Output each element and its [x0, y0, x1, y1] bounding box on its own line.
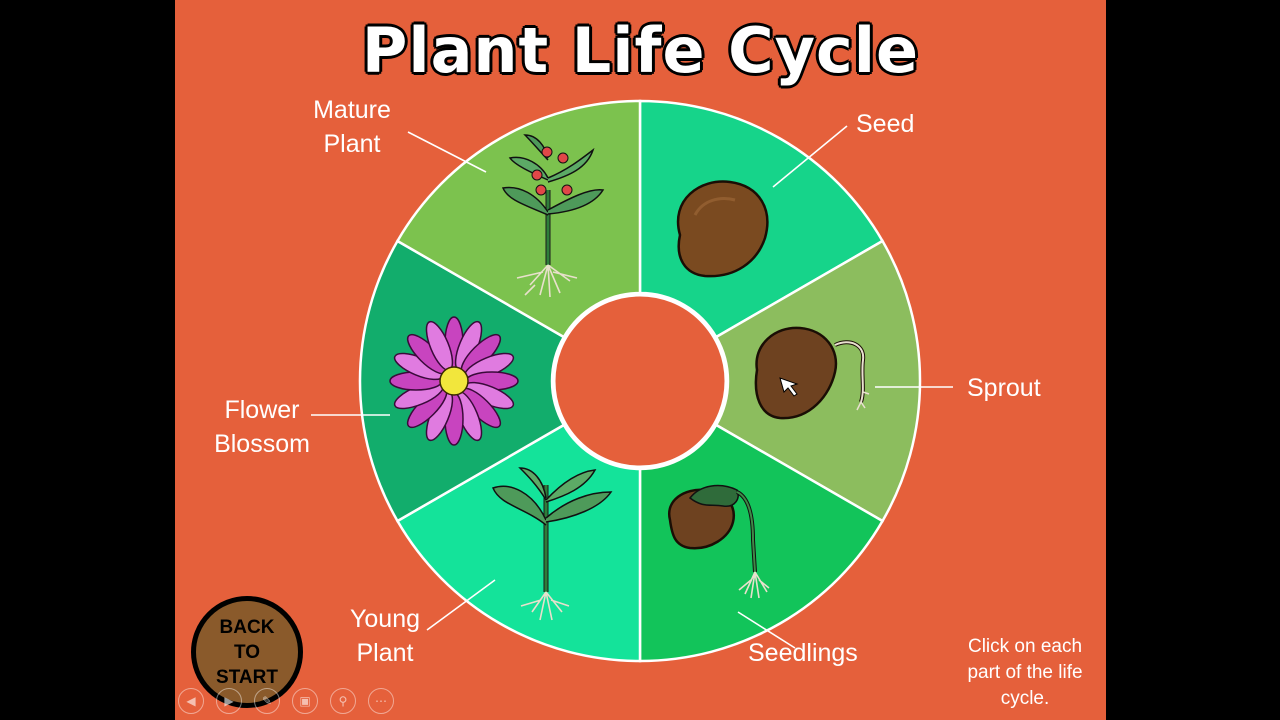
- label-young-plant: Young Plant: [330, 602, 440, 670]
- label-flower-blossom: Flower Blossom: [199, 393, 325, 461]
- wheel-center: [552, 293, 728, 469]
- label-sprout: Sprout: [967, 374, 1041, 402]
- mature-plant-icon: [501, 134, 605, 298]
- label-mature-plant: Mature Plant: [297, 93, 407, 161]
- label-mature-line2: Plant: [323, 130, 381, 158]
- prev-icon[interactable]: ◀: [178, 688, 204, 714]
- segment-seedlings[interactable]: [638, 423, 885, 663]
- seedling-icon: [667, 484, 770, 599]
- label-young-plant-line1: Young: [350, 605, 420, 633]
- slide: Plant Life Cycle: [175, 0, 1106, 720]
- slide-title: Plant Life Cycle: [361, 14, 920, 87]
- label-flower-line1: Flower: [224, 396, 300, 424]
- back-to-start-label: BACK TO START: [216, 616, 278, 688]
- young-plant-icon: [492, 467, 613, 621]
- label-mature-line1: Mature: [313, 96, 391, 124]
- zoom-icon[interactable]: ⚲: [330, 688, 356, 714]
- label-young-plant-line2: Plant: [356, 639, 414, 667]
- more-icon[interactable]: ⋯: [368, 688, 394, 714]
- flower-icon: [389, 316, 519, 446]
- sprout-icon: [754, 326, 870, 420]
- slides-icon[interactable]: ▣: [292, 688, 318, 714]
- back-to-start-button[interactable]: BACK TO START: [191, 596, 303, 708]
- label-seed: Seed: [856, 110, 915, 138]
- instruction-text: Click on each part of the life cycle.: [967, 636, 1083, 709]
- life-cycle-wheel: [311, 99, 953, 663]
- next-icon[interactable]: ▶: [216, 688, 242, 714]
- label-flower-line2: Blossom: [214, 430, 310, 458]
- label-seedlings: Seedlings: [748, 639, 858, 667]
- seed-icon: [676, 180, 769, 278]
- pen-icon[interactable]: ✎: [254, 688, 280, 714]
- presentation-toolbar: ◀ ▶ ✎ ▣ ⚲ ⋯: [178, 688, 394, 714]
